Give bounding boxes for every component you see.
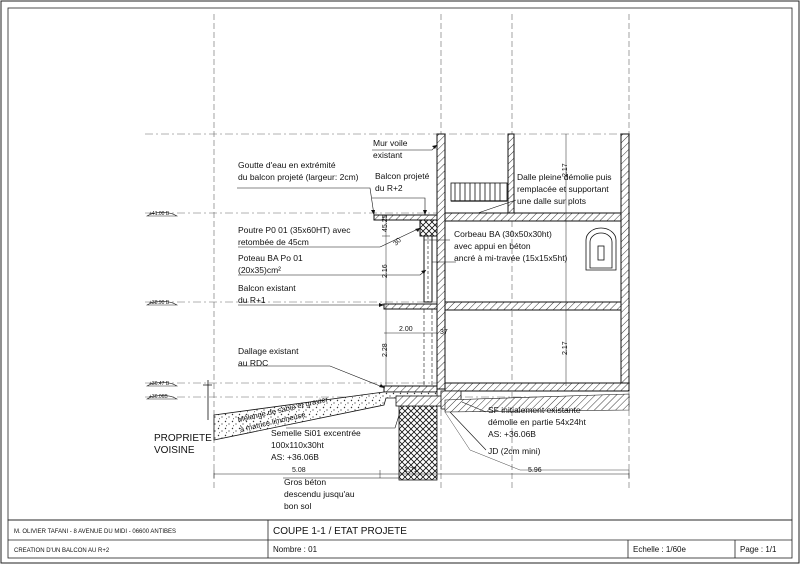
dim-4525: 45.25 — [382, 214, 389, 232]
svg-text:+38.90 B: +38.90 B — [149, 300, 170, 306]
dim-217a: 2.17 — [562, 163, 569, 177]
dim-217b: 2.17 — [562, 341, 569, 355]
svg-text:Balcon existant: Balcon existant — [238, 283, 296, 293]
dim-596: 5.96 — [528, 467, 542, 474]
svg-text:ancré à mi-travée (15x15x5ht): ancré à mi-travée (15x15x5ht) — [454, 253, 568, 263]
title-block-project: CREATION D'UN BALCON AU R+2 — [14, 548, 110, 554]
svg-text:AS: +36.06B: AS: +36.06B — [271, 452, 319, 462]
svg-text:SF initialement existante: SF initialement existante — [488, 405, 581, 415]
svg-text:du balcon projeté (largeur: 2c: du balcon projeté (largeur: 2cm) — [238, 172, 359, 182]
annotation-balcon-projete: Balcon projeté du R+2 — [375, 171, 430, 193]
svg-text:Dalle pleine démolie puis: Dalle pleine démolie puis — [517, 172, 612, 182]
stair-element — [450, 182, 508, 202]
dim-228: 2.28 — [382, 343, 389, 357]
svg-text:bon sol: bon sol — [284, 501, 312, 511]
svg-text:PROPRIETE: PROPRIETE — [154, 433, 212, 444]
svg-text:avec appui en béton: avec appui en béton — [454, 241, 531, 251]
svg-text:du R+1: du R+1 — [238, 295, 266, 305]
svg-text:au RDC: au RDC — [238, 358, 268, 368]
svg-text:existant: existant — [373, 150, 403, 160]
annotation-propriete-voisine: PROPRIETE VOISINE — [154, 433, 212, 456]
svg-text:VOISINE: VOISINE — [154, 445, 195, 456]
svg-text:Semelle Si01 excentrée: Semelle Si01 excentrée — [271, 428, 361, 438]
level-marker-4: +36.06B — [146, 394, 178, 400]
title-block-sheet-title: COUPE 1-1 / ETAT PROJETE — [273, 526, 407, 537]
window-element — [585, 227, 617, 271]
svg-text:Goutte d'eau en extrémité: Goutte d'eau en extrémité — [238, 160, 336, 170]
annotation-goutte: Goutte d'eau en extrémité du balcon proj… — [238, 160, 359, 182]
level-marker-3: +36.47 B — [146, 381, 178, 387]
level-marker-1: +41.00 B — [146, 211, 178, 217]
title-block-author: M. OLIVIER TAFANI - 8 AVENUE DU MIDI - 0… — [14, 529, 176, 535]
building-section — [373, 133, 630, 393]
annotation-dallage: Dallage existant au RDC — [238, 346, 299, 368]
dim-30: 30 — [392, 237, 403, 248]
annotation-gros-beton: Gros béton descendu jusqu'au bon sol — [284, 477, 355, 511]
svg-text:retombée de 45cm: retombée de 45cm — [238, 237, 309, 247]
annotation-poteau: Poteau BA Po 01 (20x35)cm² — [238, 253, 303, 275]
svg-text:Gros béton: Gros béton — [284, 477, 326, 487]
svg-text:JD (2cm mini): JD (2cm mini) — [488, 446, 541, 456]
dim-37: 37 — [440, 329, 448, 336]
svg-text:AS: +36.06B: AS: +36.06B — [488, 429, 536, 439]
annotation-poutre: Poutre P0 01 (35x60HT) avec retombée de … — [238, 225, 351, 247]
svg-text:100x110x30ht: 100x110x30ht — [271, 440, 324, 450]
leader-arrows — [371, 145, 437, 388]
annotation-balcon-existant: Balcon existant du R+1 — [238, 283, 296, 305]
svg-text:Poutre P0 01 (35x60HT) avec: Poutre P0 01 (35x60HT) avec — [238, 225, 351, 235]
title-block — [7, 519, 793, 559]
svg-text:Corbeau BA (30x50x30ht): Corbeau BA (30x50x30ht) — [454, 229, 552, 239]
title-block-echelle: Echelle : 1/60e — [633, 545, 686, 554]
annotation-dalle-pleine: Dalle pleine démolie puis remplacée et s… — [517, 172, 612, 206]
svg-text:+36.06B: +36.06B — [149, 394, 168, 400]
annotation-corbeau: Corbeau BA (30x50x30ht) avec appui en bé… — [454, 229, 568, 263]
svg-text:descendu jusqu'au: descendu jusqu'au — [284, 489, 355, 499]
svg-text:(20x35)cm²: (20x35)cm² — [238, 265, 281, 275]
dimension-lines — [213, 134, 630, 478]
svg-text:Dallage existant: Dallage existant — [238, 346, 299, 356]
svg-text:démolie en partie 54x24ht: démolie en partie 54x24ht — [488, 417, 586, 427]
svg-text:Balcon projeté: Balcon projeté — [375, 171, 430, 181]
annotation-mur-voile: Mur voile existant — [373, 138, 408, 160]
annotation-jd: JD (2cm mini) — [488, 446, 541, 456]
level-marker-2: +38.90 B — [146, 300, 178, 306]
annotation-sf: SF initialement existante démolie en par… — [488, 405, 586, 439]
dim-508: 5.08 — [292, 467, 306, 474]
svg-text:Mur voile: Mur voile — [373, 138, 408, 148]
terrain — [203, 380, 630, 481]
svg-text:+41.00 B: +41.00 B — [149, 211, 170, 217]
annotation-semelle: Semelle Si01 excentrée 100x110x30ht AS: … — [271, 428, 361, 462]
svg-text:du R+2: du R+2 — [375, 183, 403, 193]
dim-200: 2.00 — [399, 326, 413, 333]
svg-text:Poteau BA Po 01: Poteau BA Po 01 — [238, 253, 303, 263]
dim-216: 2.16 — [382, 264, 389, 278]
title-block-nombre: Nombre : 01 — [273, 545, 318, 554]
svg-text:+36.47 B: +36.47 B — [149, 381, 170, 387]
dim-171: 1.71 — [404, 467, 418, 474]
svg-text:une dalle sur plots: une dalle sur plots — [517, 196, 586, 206]
title-block-page: Page : 1/1 — [740, 545, 777, 554]
svg-text:remplacée et supportant: remplacée et supportant — [517, 184, 609, 194]
